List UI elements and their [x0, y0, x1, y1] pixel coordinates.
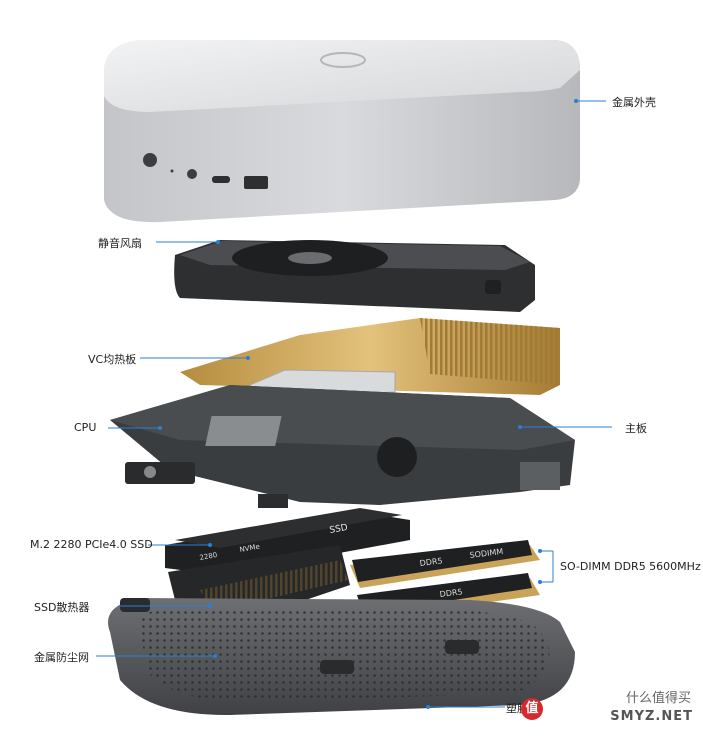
label-ram: SO-DIMM DDR5 5600MHz: [560, 560, 701, 573]
ssd-chip-label-2: NVMe: [239, 543, 260, 554]
label-ssd: M.2 2280 PCIe4.0 SSD: [30, 538, 153, 551]
ssd-chip-label-1: SSD: [329, 523, 349, 536]
motherboard: [110, 385, 575, 508]
m2-ssd: SSD NVMe 2280: [165, 508, 410, 575]
label-silent-fan: 静音风扇: [98, 237, 142, 250]
label-metal-shell: 金属外壳: [612, 96, 656, 109]
watermark-logo: 值: [521, 698, 543, 720]
leader-lines: [96, 100, 612, 708]
ram-chip-label-2: SODIMM: [469, 547, 504, 560]
ssd-chip-label-3: 2280: [199, 551, 218, 562]
ram-chip-label-3: DDR5: [439, 587, 463, 599]
label-ssd-heatsink: SSD散热器: [34, 601, 90, 614]
label-vc-plate: VC均热板: [88, 353, 137, 366]
leader-dots: [158, 99, 578, 709]
silent-fan: [174, 240, 535, 312]
vc-vapor-chamber: [180, 318, 560, 399]
watermark-site-name: 什么值得买: [625, 691, 691, 706]
label-cpu: CPU: [74, 421, 97, 434]
metal-shell: [104, 40, 580, 223]
watermark-domain: SMYZ.NET: [610, 709, 693, 724]
ram-chip-label-1: DDR5: [419, 556, 443, 568]
label-dust-net: 金属防尘网: [34, 651, 89, 664]
metal-dust-net: [139, 608, 551, 702]
plastic-base: [108, 598, 575, 716]
label-motherboard: 主板: [625, 422, 647, 435]
